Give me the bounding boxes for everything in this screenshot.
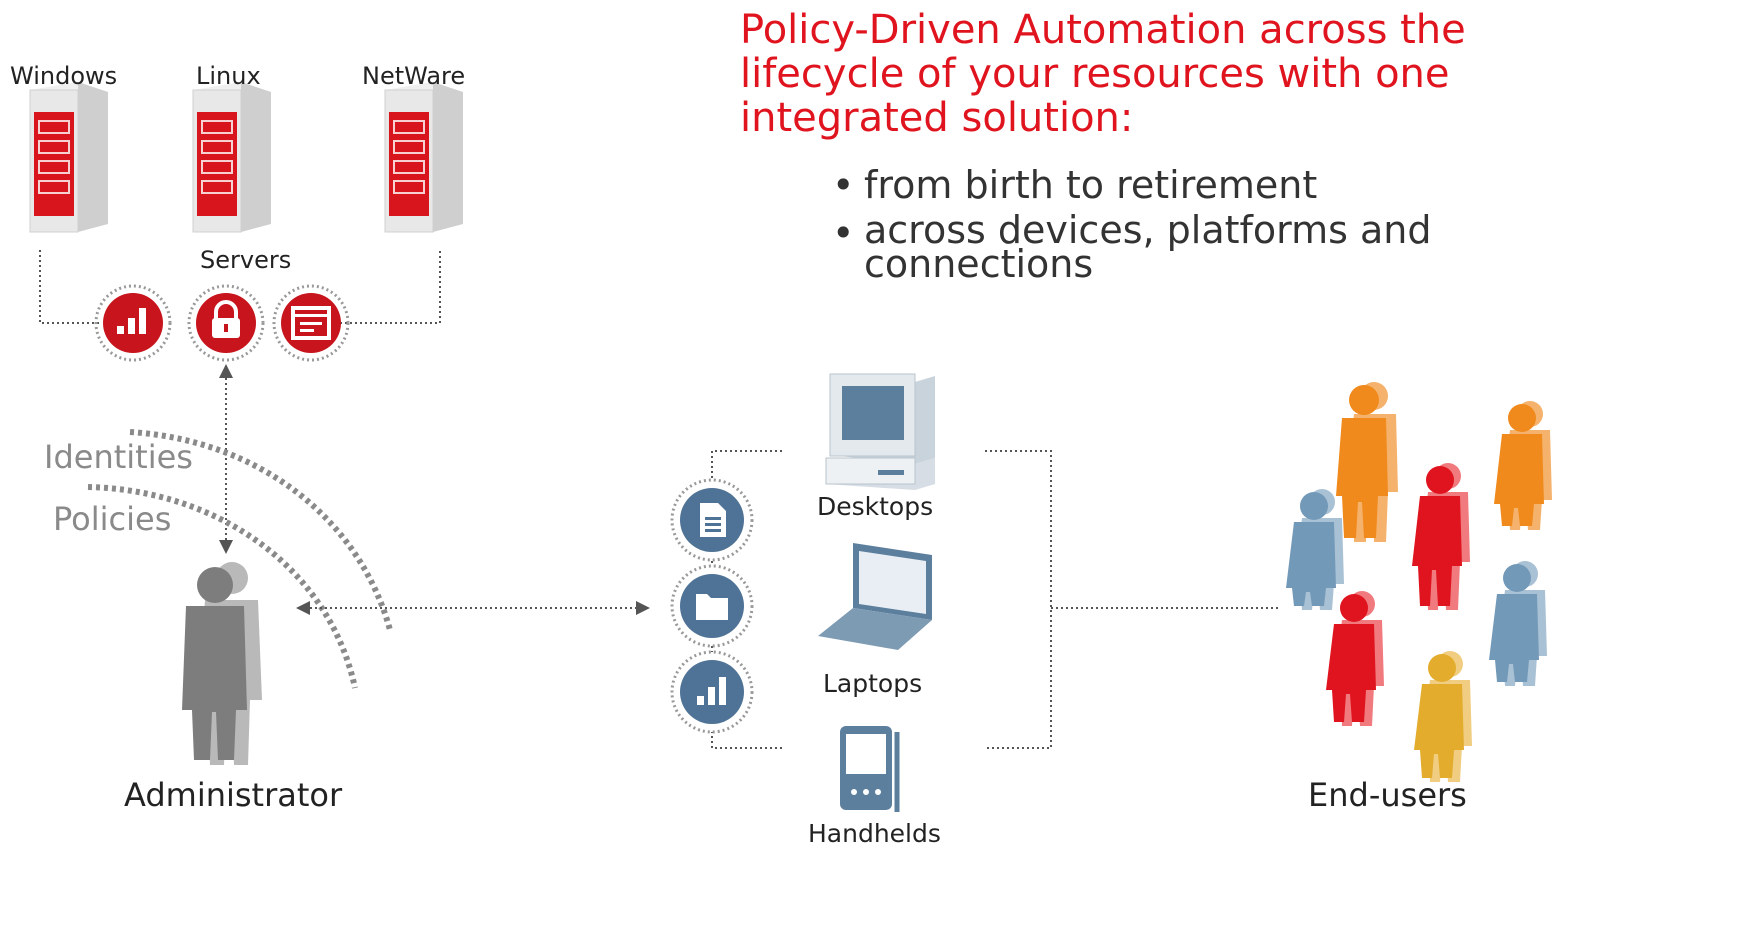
document-icon — [670, 478, 754, 562]
policies-arc — [87, 484, 358, 689]
devices-users-connector — [985, 450, 1278, 749]
laptops-label: Laptops — [823, 669, 923, 698]
bullet-item: •from birth to retirement — [832, 163, 1318, 207]
device-bracket — [711, 450, 782, 749]
bullet-item: •across devices, platforms and connectio… — [832, 208, 1432, 286]
device-chart-icon — [670, 650, 754, 734]
admin-server-arrow — [219, 364, 233, 554]
server-label-windows: Windows — [10, 62, 118, 90]
lock-icon — [187, 284, 265, 362]
administrator-icon — [182, 562, 262, 765]
end-users-label: End-users — [1308, 776, 1467, 814]
desktop-icon — [825, 373, 935, 490]
headline: Policy-Driven Automation across the life… — [740, 7, 1466, 141]
administrator-label: Administrator — [124, 776, 343, 814]
bullet-list: •from birth to retirement •across device… — [830, 165, 1530, 292]
server-label-netware: NetWare — [362, 62, 466, 90]
server-netware-icon — [384, 82, 463, 233]
chart-icon — [94, 284, 172, 362]
server-linux-icon — [192, 82, 271, 233]
end-users-icon — [1286, 382, 1552, 782]
server-label-linux: Linux — [196, 62, 261, 90]
handheld-icon — [840, 726, 900, 812]
window-icon — [272, 284, 350, 362]
server-connector — [39, 250, 441, 324]
admin-devices-arrow — [296, 601, 650, 615]
folder-icon — [670, 564, 754, 648]
desktops-label: Desktops — [817, 492, 934, 521]
policies-label: Policies — [53, 500, 172, 538]
server-windows-icon — [29, 82, 108, 233]
handhelds-label: Handhelds — [808, 819, 941, 848]
servers-group-label: Servers — [200, 246, 292, 274]
identities-label: Identities — [44, 438, 193, 476]
laptop-icon — [818, 543, 932, 650]
identities-arc — [129, 429, 393, 631]
